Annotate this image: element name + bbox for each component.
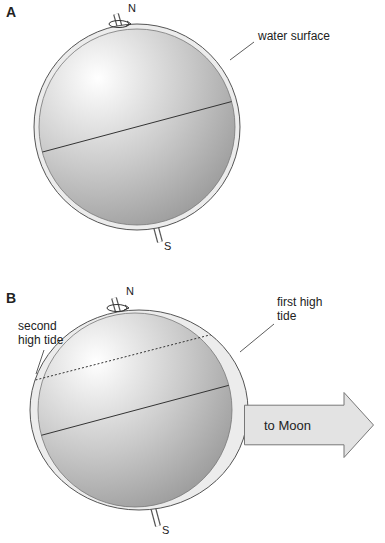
panel-b [20,298,274,526]
pole-label: N [126,285,134,298]
moon-direction-arrow: to Moon [244,392,374,458]
callout-label: water surface [258,30,330,44]
pole-label: N [128,2,136,15]
pole-label: S [162,524,169,537]
pole-label: S [164,240,171,253]
arrow-label: to Moon [264,418,311,433]
callout-label: first high tide [277,296,339,324]
callout-label: second high tide [18,320,80,348]
panel-letter: B [6,290,16,306]
panel-letter: A [6,4,16,20]
panel-a [20,14,260,242]
